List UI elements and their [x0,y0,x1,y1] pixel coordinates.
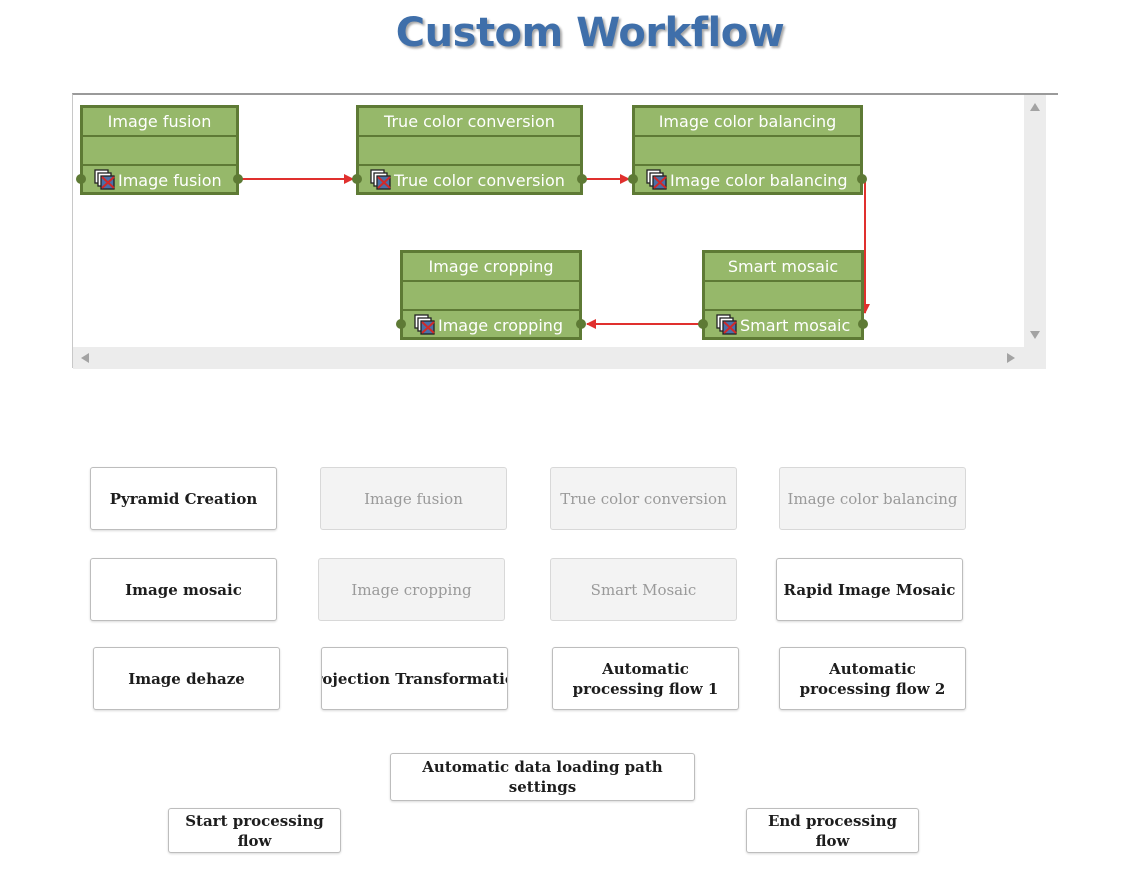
scroll-down-icon[interactable] [1030,331,1040,339]
output-port[interactable] [233,174,243,184]
node-header: Image color balancing [658,112,837,131]
node-port-label: Image cropping [438,316,564,335]
image-stack-icon [94,169,115,190]
auto-processing-flow-2-button[interactable]: Automatic processing flow 2 [779,647,966,710]
projection-transformation-button[interactable]: Projection Transformation [321,647,508,710]
node-header: Image cropping [428,257,554,276]
smart-mosaic-button[interactable]: Smart Mosaic [550,558,737,621]
image-cropping-button[interactable]: Image cropping [318,558,505,621]
node-header: Image fusion [107,112,212,131]
image-stack-icon [646,169,667,190]
vertical-scrollbar[interactable] [1024,95,1046,347]
node-port-label: True color conversion [394,171,565,190]
true-color-conversion-button[interactable]: True color conversion [550,467,737,530]
image-stack-icon [414,314,435,335]
node-true-color-conversion[interactable]: True color conversion True color convers… [352,105,587,195]
pyramid-creation-button[interactable]: Pyramid Creation [90,467,277,530]
node-image-fusion[interactable]: Image fusion Image fusion [76,105,243,195]
page-title: Custom Workflow [395,10,785,56]
node-port-label: Image color balancing [670,171,848,190]
scroll-left-icon[interactable] [81,353,89,363]
image-stack-icon [716,314,737,335]
node-image-color-balancing[interactable]: Image color balancing Image color balanc… [628,105,867,195]
node-port-label: Image fusion [118,171,222,190]
start-processing-flow-button[interactable]: Start processing flow [168,808,341,853]
node-image-cropping[interactable]: Image cropping Image cropping [396,250,586,340]
output-port[interactable] [858,319,868,329]
horizontal-scrollbar[interactable] [73,347,1046,369]
input-port[interactable] [396,319,406,329]
scroll-right-icon[interactable] [1007,353,1015,363]
output-port[interactable] [577,174,587,184]
image-color-balancing-button[interactable]: Image color balancing [779,467,966,530]
rapid-image-mosaic-button[interactable]: Rapid Image Mosaic [776,558,963,621]
image-stack-icon [370,169,391,190]
input-port[interactable] [76,174,86,184]
node-port-label: Smart mosaic [740,316,851,335]
node-header: Smart mosaic [727,257,839,276]
scroll-up-icon[interactable] [1030,103,1040,111]
auto-processing-flow-1-button[interactable]: Automatic processing flow 1 [552,647,739,710]
image-dehaze-button[interactable]: Image dehaze [93,647,280,710]
auto-data-loading-path-button[interactable]: Automatic data loading path settings [390,753,695,801]
image-fusion-button[interactable]: Image fusion [320,467,507,530]
workflow-canvas[interactable]: Image fusion Image fusion True color con… [72,93,1058,369]
node-header: True color conversion [384,112,555,131]
input-port[interactable] [698,319,708,329]
output-port[interactable] [576,319,586,329]
image-mosaic-button[interactable]: Image mosaic [90,558,277,621]
end-processing-flow-button[interactable]: End processing flow [746,808,919,853]
node-smart-mosaic[interactable]: Smart mosaic Smart mosaic [698,250,868,340]
input-port[interactable] [628,174,638,184]
output-port[interactable] [857,174,867,184]
input-port[interactable] [352,174,362,184]
